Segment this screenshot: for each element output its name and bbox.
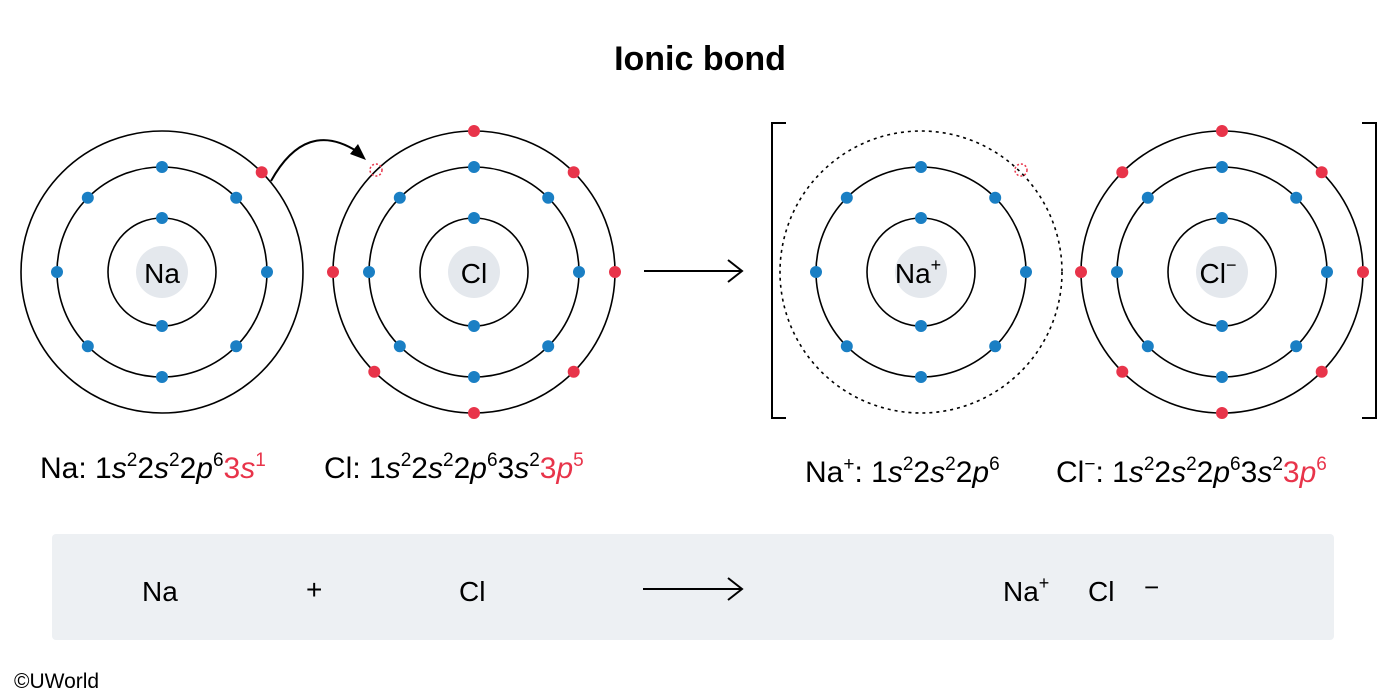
sodium-ion-model: Na+: [779, 130, 1063, 414]
chloride-ion-model: Cl−: [1075, 125, 1369, 419]
na-shell-2-electron: [261, 266, 273, 278]
cl-shell-3-electron: [468, 125, 480, 137]
cl-ion-shell-2-electron: [1290, 191, 1303, 204]
cl-nucleus: [448, 246, 500, 298]
cl-shell-2-electron: [393, 340, 406, 353]
cl-ion-shell-3-electron: [1116, 365, 1129, 378]
na-ion-shell-1-electron: [915, 320, 927, 332]
cl-ion-shell-1-electron: [1216, 212, 1228, 224]
cl-ion-shell-2-electron: [1216, 161, 1228, 173]
cl-ion-shell-2-electron: [1111, 266, 1123, 278]
cl-ion-nucleus: [1196, 246, 1248, 298]
na-shell-2-electron: [156, 371, 168, 383]
na-ion-shell-2-electron: [840, 340, 853, 353]
cl-ion-shell-3-electron: [1315, 365, 1328, 378]
diagram-title: Ionic bond: [614, 40, 786, 78]
config-na: Na: 1s22s22p63s1: [40, 450, 266, 485]
cl-shell-2-electron: [393, 191, 406, 204]
config-cl: Cl: 1s22s22p63s23p5: [324, 450, 584, 485]
cl-shell-3-electron: [468, 407, 480, 419]
na-shell-2-electron: [230, 340, 243, 353]
cl-shell-1-electron: [468, 320, 480, 332]
cl-ion-nucleus-label: Cl−: [1200, 255, 1237, 289]
na-ion-nucleus-label: Na+: [895, 255, 941, 289]
na-ion-nucleus: [895, 246, 947, 298]
na-shell-2-electron: [156, 161, 168, 173]
sodium-atom-model: Na: [20, 130, 304, 414]
cl-ion-shell-1-electron: [1216, 320, 1228, 332]
na-ion-shell-2-electron: [915, 371, 927, 383]
reaction-arrow: [644, 259, 744, 283]
na-shell-2-electron: [230, 191, 243, 204]
cl-shell-2-electron: [363, 266, 375, 278]
cl-ion-shell-2-electron: [1321, 266, 1333, 278]
electron-transfer-arrow: [270, 139, 366, 182]
cl-ion-shell-3-electron: [1357, 266, 1369, 278]
config-na-ion: Na+: 1s22s22p6: [805, 454, 1000, 489]
left-bracket: [771, 122, 786, 419]
cl-shell-1-electron: [468, 212, 480, 224]
na-shell-2-electron: [51, 266, 63, 278]
config-cl-ion: Cl−: 1s22s22p63s23p6: [1056, 454, 1327, 489]
cl-ion-shell-3-electron: [1216, 407, 1228, 419]
arrowhead-icon: [727, 259, 744, 283]
cl-ion-shell-2-electron: [1290, 340, 1303, 353]
na-shell-1-electron: [156, 320, 168, 332]
na-ion-empty-shell: [779, 130, 1063, 414]
cl-nucleus-label: Cl: [461, 258, 487, 289]
copyright-notice: ©UWorld: [14, 670, 100, 693]
na-ion-shell-2-electron: [840, 191, 853, 204]
cl-ion-shell-3-electron: [1315, 166, 1328, 179]
arrowhead-icon: [350, 144, 366, 160]
cl-ion-shell-3-electron: [1075, 266, 1087, 278]
cl-shell-3-electron: [368, 365, 381, 378]
cl-shell-2-electron: [542, 340, 555, 353]
cl-shell-2-electron: [468, 371, 480, 383]
cl-ion-shell-2-electron: [1141, 340, 1154, 353]
cl-shell-2-electron: [468, 161, 480, 173]
na-nucleus: [136, 246, 188, 298]
na-shell-1-electron: [156, 212, 168, 224]
na-shell-2-electron: [81, 340, 94, 353]
na-shell-2-electron: [81, 191, 94, 204]
right-bracket: [1362, 122, 1377, 419]
cl-shell-3-electron: [609, 266, 621, 278]
na-ion-vacancy-site: [1014, 163, 1028, 177]
cl-vacancy-site: [369, 163, 383, 177]
na-ion-shell-2-electron: [989, 191, 1002, 204]
na-shell-3: [20, 130, 304, 414]
lewis-equation-panel: [52, 534, 1334, 640]
cl-shell-3-electron: [567, 166, 580, 179]
cl-shell-2-electron: [573, 266, 585, 278]
na-ion-shell-1-electron: [915, 212, 927, 224]
na-shell-3-electron: [255, 166, 268, 179]
na-nucleus-label: Na: [144, 258, 180, 289]
cl-ion-shell-3-electron: [1116, 166, 1129, 179]
cl-ion-shell-2-electron: [1141, 191, 1154, 204]
na-ion-shell-2-electron: [915, 161, 927, 173]
cl-ion-shell-3-electron: [1216, 125, 1228, 137]
na-ion-shell-2-electron: [989, 340, 1002, 353]
cl-shell-3-electron: [327, 266, 339, 278]
cl-ion-shell-2-electron: [1216, 371, 1228, 383]
cl-shell-3-electron: [567, 365, 580, 378]
na-ion-shell-2-electron: [1020, 266, 1032, 278]
na-ion-shell-2-electron: [810, 266, 822, 278]
cl-shell-2-electron: [542, 191, 555, 204]
chlorine-atom-model: Cl: [327, 125, 621, 419]
